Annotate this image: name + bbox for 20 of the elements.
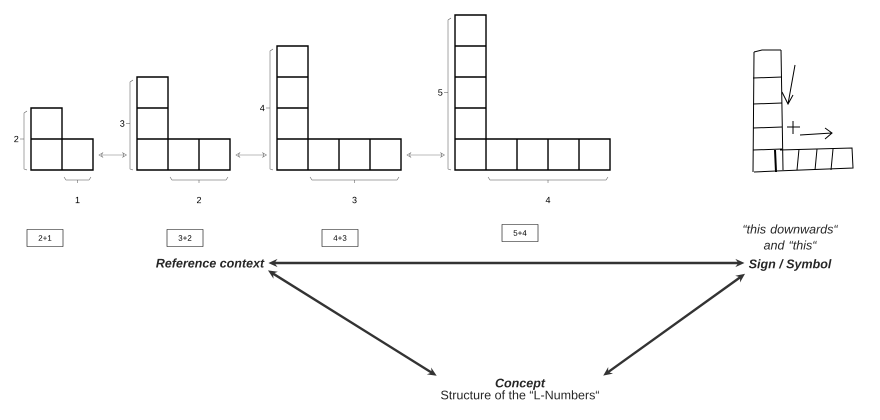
dimension-label: 1 — [76, 196, 80, 204]
dimension-label: 5 — [438, 89, 442, 96]
dimension-label: 2 — [196, 196, 202, 204]
sketch-caption: “this downwards“ and “this“ — [743, 224, 838, 250]
l-shape-drawing — [276, 45, 402, 171]
dimension-label: 4 — [546, 196, 550, 204]
concept-label: Sign / Symbol — [748, 259, 832, 271]
dimension-label: 3 — [120, 120, 124, 127]
concept-label: Concept Structure of the “L-Numbers“ — [441, 378, 600, 400]
l-shape-drawing — [136, 76, 231, 171]
l-shape-drawing — [454, 14, 611, 171]
dimension-label: 4 — [260, 104, 265, 112]
formula-box: 2+1 — [26, 229, 64, 247]
concept-label: Reference context — [156, 258, 265, 268]
dimension-label: 2 — [14, 136, 18, 142]
l-shape-drawing — [30, 107, 94, 171]
formula-box: 3+2 — [166, 229, 204, 247]
formula-box: 5+4 — [502, 224, 538, 242]
formula-box: 4+3 — [322, 229, 358, 247]
dimension-label: 3 — [352, 196, 357, 204]
